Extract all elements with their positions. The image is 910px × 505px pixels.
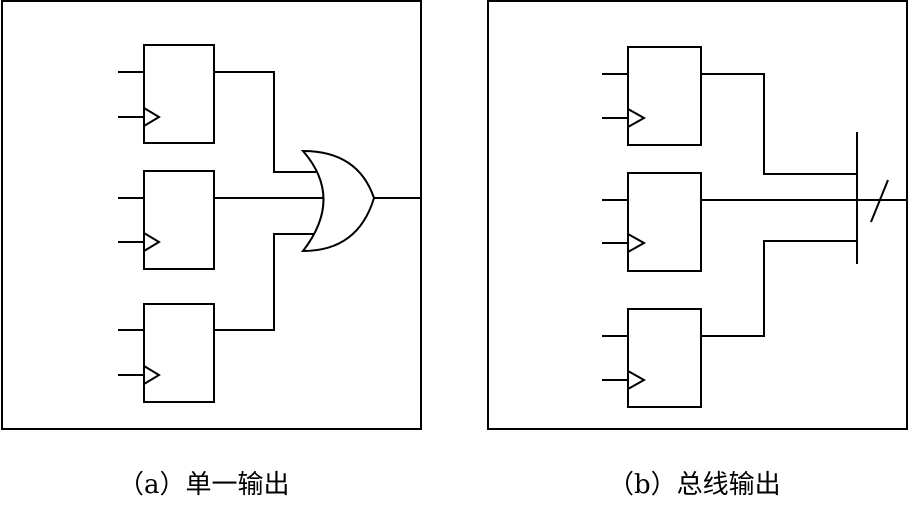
flip-flop-body [627, 172, 702, 272]
panel-a-flip-flop-1 [118, 44, 215, 144]
panel-b-bus-output [487, 0, 908, 430]
panel-b-caption: （b）总线输出 [608, 470, 781, 500]
panel-a-flip-flop-3 [118, 303, 215, 403]
panel-b-flip-flop-2 [602, 172, 702, 272]
flip-flop-body [143, 303, 215, 403]
bus-width-slash-icon [870, 179, 889, 223]
panel-a-flip-flop-2 [118, 170, 215, 270]
clock-triangle-icon [143, 365, 161, 385]
clock-triangle-icon [627, 370, 647, 390]
wire-ff3-to-bus [701, 240, 857, 337]
clock-triangle-icon [627, 108, 647, 128]
panel-b-flip-flop-1 [602, 46, 702, 146]
wire-ff1-to-or [214, 71, 316, 173]
clock-triangle-icon [143, 232, 161, 252]
panel-a-single-output [1, 0, 422, 430]
clock-triangle-icon [627, 233, 647, 253]
panel-b-flip-flop-3 [602, 308, 702, 408]
wire-ff3-to-or [214, 233, 316, 331]
flip-flop-body [143, 170, 215, 270]
wire-ff1-to-bus [701, 73, 857, 175]
flip-flop-body [627, 308, 702, 408]
flip-flop-body [143, 44, 215, 144]
or-gate-icon [300, 149, 376, 253]
panel-a-caption: （a）单一输出 [118, 470, 290, 500]
clock-triangle-icon [143, 107, 161, 127]
flip-flop-body [627, 46, 702, 146]
